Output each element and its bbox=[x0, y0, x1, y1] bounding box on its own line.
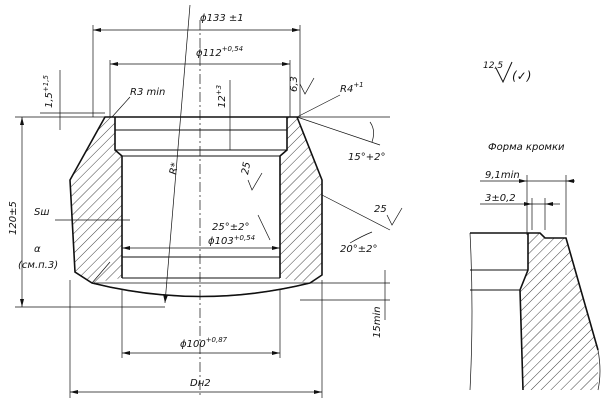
dim-radius-min: R3 min bbox=[130, 87, 165, 98]
edge-dim-tol: 3±0,2 bbox=[485, 193, 516, 204]
roughness-63: 6,3 bbox=[289, 76, 300, 92]
dim-bottom: ϕ100+0,87 bbox=[180, 336, 228, 350]
alpha-note: (см.п.3) bbox=[18, 260, 58, 271]
roughness-general-suffix: (✓) bbox=[512, 69, 531, 83]
dim-top-offset: 1,5+1,5 bbox=[42, 75, 55, 108]
dimension-labels: ϕ133 ±1 ϕ112+0,54 ϕ103+0,54 ϕ100+0,87 Dн… bbox=[8, 13, 387, 389]
dim-height: 120±5 bbox=[8, 201, 19, 235]
dim-outer-top: ϕ133 ±1 bbox=[200, 13, 244, 24]
dim-sphere-radius: R* bbox=[168, 162, 181, 176]
edge-detail-title: Форма кромки bbox=[488, 142, 565, 153]
right-wall-hatching bbox=[280, 117, 322, 283]
general-roughness: 12,5 (✓) bbox=[483, 61, 531, 84]
dim-15min: 15min bbox=[372, 306, 383, 338]
edge-hatching bbox=[520, 233, 598, 390]
dim-step: 12+3 bbox=[215, 85, 228, 108]
roughness-check-icon bbox=[495, 61, 513, 84]
dim-radius-edge: R4+1 bbox=[340, 81, 364, 95]
angle-inner: 25°±2° bbox=[212, 222, 249, 233]
left-wall-hatching bbox=[70, 117, 122, 283]
angle-top: 15°+2° bbox=[348, 152, 385, 163]
dim-bore: ϕ103+0,54 bbox=[208, 234, 255, 247]
wall-thickness: Sш bbox=[34, 207, 50, 218]
roughness-25b: 25 bbox=[374, 204, 387, 215]
main-section-view bbox=[69, 4, 323, 395]
roughness-25a: 25 bbox=[240, 161, 253, 175]
sphere-radius-line bbox=[164, 4, 191, 304]
dim-outer-bottom: Dн2 bbox=[190, 378, 211, 389]
angle-outer: 20°±2° bbox=[340, 244, 377, 255]
edge-detail-view: Форма кромки 9,1min 3±0,2 bbox=[469, 142, 601, 391]
inner-bore-contour bbox=[114, 117, 288, 278]
dim-inner-top: ϕ112+0,54 bbox=[196, 45, 243, 59]
dimension-lines bbox=[15, 25, 403, 398]
alpha-label: α bbox=[34, 244, 41, 255]
roughness-general-value: 12,5 bbox=[483, 61, 503, 71]
edge-dim-min: 9,1min bbox=[485, 170, 520, 181]
